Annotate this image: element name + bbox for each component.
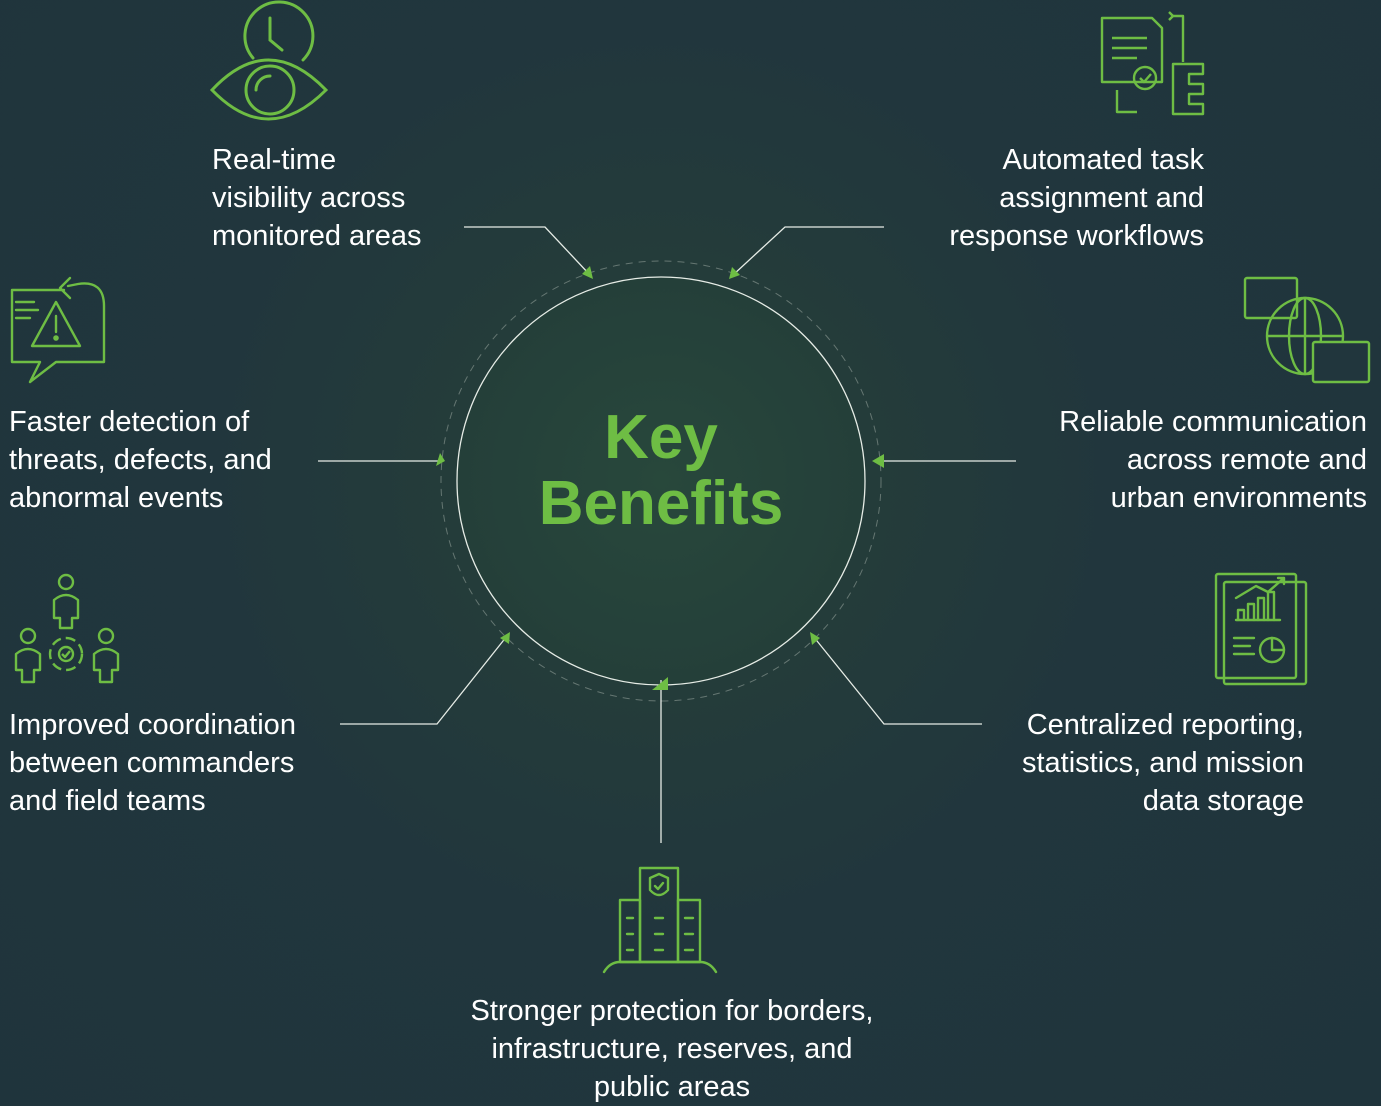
page-title: Key Benefits bbox=[461, 405, 861, 537]
benefit-line: response workflows bbox=[949, 220, 1204, 252]
benefit-line: threats, defects, and bbox=[9, 444, 272, 476]
benefit-communication-label: Reliable communication across remote and… bbox=[1059, 403, 1367, 517]
title-line-1: Key bbox=[604, 403, 718, 472]
benefit-line: between commanders bbox=[9, 747, 295, 779]
benefit-line: urban environments bbox=[1110, 482, 1367, 514]
alert-chat-icon bbox=[8, 276, 112, 386]
globe-chat-icon bbox=[1243, 276, 1371, 384]
benefit-line: infrastructure, reserves, and bbox=[491, 1033, 853, 1065]
benefit-reporting-label: Centralized reporting, statistics, and m… bbox=[1022, 706, 1304, 820]
connector-tasks bbox=[732, 226, 884, 276]
benefit-line: Improved coordination bbox=[9, 709, 296, 741]
benefit-line: assignment and bbox=[999, 182, 1204, 214]
benefit-line: and field teams bbox=[9, 785, 206, 817]
benefit-line: visibility across bbox=[212, 182, 406, 214]
benefit-line: monitored areas bbox=[212, 220, 422, 252]
benefit-line: Stronger protection for borders, bbox=[470, 995, 874, 1027]
benefit-detection-label: Faster detection of threats, defects, an… bbox=[9, 403, 272, 517]
benefit-line: data storage bbox=[1142, 785, 1304, 817]
benefit-line: Faster detection of bbox=[9, 406, 250, 438]
document-checklist-icon bbox=[1097, 11, 1207, 120]
arrowhead-detection bbox=[436, 453, 445, 466]
outer-dashed-ring bbox=[440, 260, 882, 702]
shield-buildings-icon bbox=[600, 864, 720, 976]
eye-clock-icon bbox=[208, 0, 330, 121]
team-coordination-icon bbox=[14, 572, 120, 688]
connector-visibility bbox=[464, 226, 591, 276]
title-line-2: Benefits bbox=[538, 469, 784, 538]
benefit-coordination-label: Improved coordination between commanders… bbox=[9, 706, 296, 820]
benefit-line: Reliable communication bbox=[1059, 406, 1367, 438]
benefit-line: Automated task bbox=[1002, 144, 1205, 176]
arrowhead-communication bbox=[872, 454, 884, 468]
benefit-protection-label: Stronger protection for borders, infrast… bbox=[372, 992, 972, 1106]
benefit-visibility-label: Real-time visibility across monitored ar… bbox=[212, 141, 422, 255]
arrowhead-visibility bbox=[582, 266, 593, 279]
connector-reporting bbox=[812, 635, 982, 725]
benefit-line: public areas bbox=[593, 1071, 751, 1103]
benefit-line: Real-time bbox=[212, 144, 337, 176]
arrowhead-tasks bbox=[729, 267, 740, 279]
arrowhead-reporting bbox=[810, 632, 820, 645]
benefit-line: Centralized reporting, bbox=[1026, 709, 1304, 741]
arrowhead-coordination bbox=[500, 632, 510, 644]
benefit-line: abnormal events bbox=[9, 482, 224, 514]
benefit-line: across remote and bbox=[1126, 444, 1367, 476]
arrowhead-protection bbox=[652, 677, 668, 690]
benefit-line: statistics, and mission bbox=[1021, 747, 1304, 779]
connector-coordination bbox=[340, 635, 508, 725]
report-chart-icon bbox=[1214, 570, 1308, 686]
benefit-tasks-label: Automated task assignment and response w… bbox=[949, 141, 1204, 255]
